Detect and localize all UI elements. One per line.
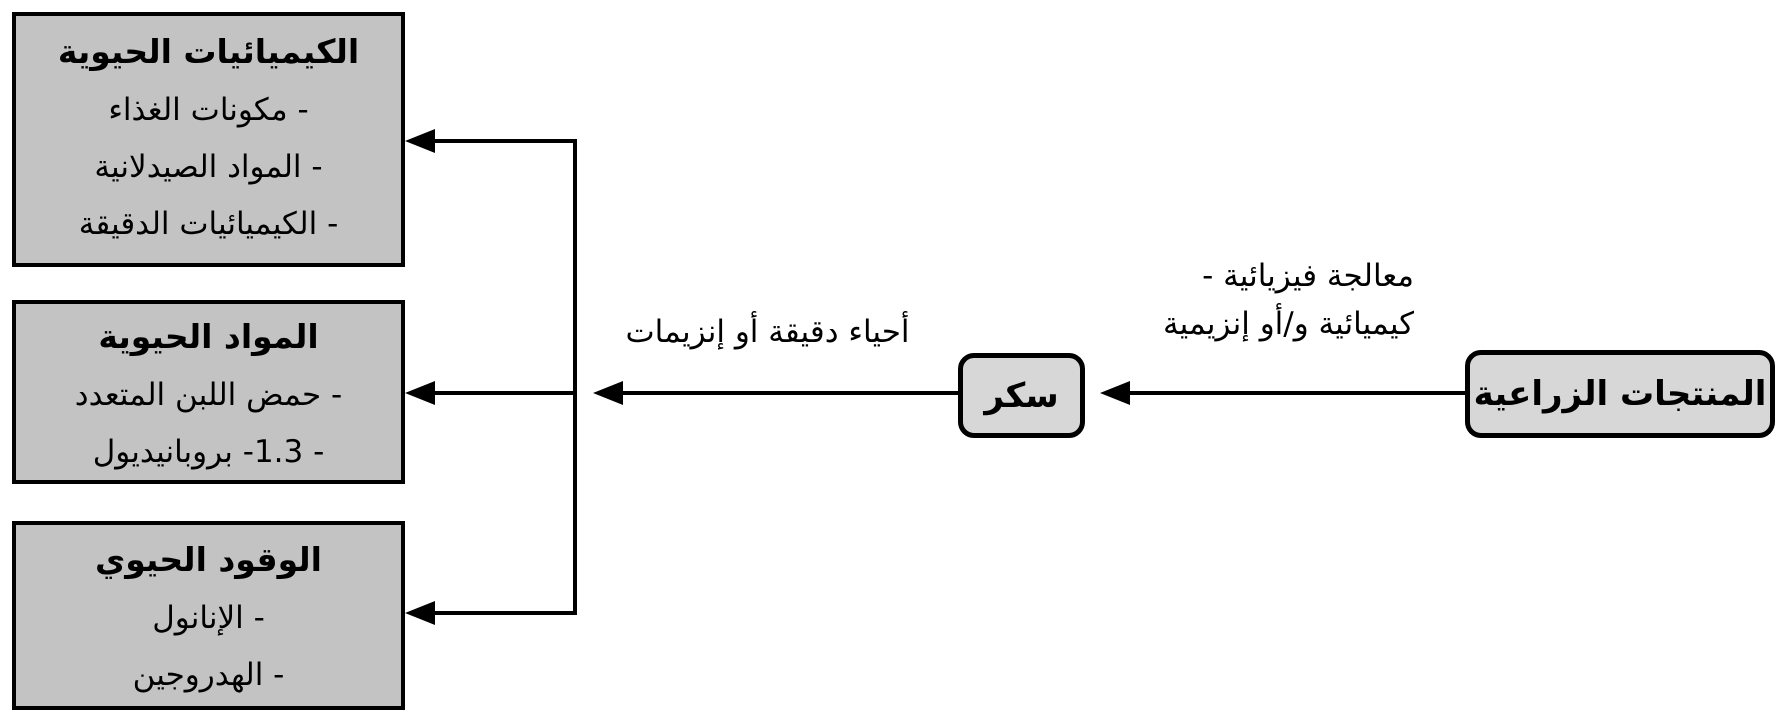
connector-branch-to-biomaterials-line [430,391,577,395]
box-biochemicals-item-food-components: - مكونات الغذاء [108,92,309,128]
connector-branch-vertical-line [573,139,577,615]
node-sugar-title: سكر [984,375,1059,416]
box-biofuel-item-hydrogen: - الهدروجين [132,657,285,693]
box-biochemicals-title: الكيميائيات الحيوية [57,32,360,71]
connector-branch-to-biofuel-line [430,611,577,615]
arrowhead-into-biochemicals-icon [405,129,435,153]
connector-agproducts-to-sugar-line [1128,391,1465,395]
box-biomaterials: المواد الحيوية - حمض اللبن المتعدد - 1.3… [12,300,405,484]
box-biomaterials-item-polylactic-acid: - حمض اللبن المتعدد [74,377,343,413]
box-biomaterials-item-propanediol: - 1.3- بروبانيديول [92,434,325,470]
connector-sugar-to-junction-line [620,391,960,395]
arrow-label-microorganisms-or-enzymes: أحياء دقيقة أو إنزيمات [625,314,910,350]
arrowhead-into-biomaterials-icon [405,381,435,405]
box-biochemicals-item-fine-chemicals: - الكيميائيات الدقيقة [78,206,339,242]
box-biofuel-item-ethanol: - الإنانول [152,600,265,636]
arrowhead-into-sugar-icon [1100,381,1130,405]
arrow-label-treatment-line1: معالجة فيزيائية - [1202,258,1414,294]
arrow-label-treatment-line2: كيميائية و/أو إنزيمية [1162,306,1414,342]
arrowhead-into-biofuel-icon [405,601,435,625]
connector-branch-to-biochemicals-line [430,139,577,143]
box-biofuel-title: الوقود الحيوي [94,540,322,579]
box-biochemicals-item-pharmaceuticals: - المواد الصيدلانية [94,149,323,185]
node-agricultural-products: المنتجات الزراعية [1465,350,1775,438]
box-biofuel: الوقود الحيوي - الإنانول - الهدروجين [12,521,405,710]
arrowhead-at-junction-icon [593,381,623,405]
box-biomaterials-title: المواد الحيوية [98,317,319,356]
arrow-label-treatment: معالجة فيزيائية - كيميائية و/أو إنزيمية [1024,252,1414,348]
node-agricultural-products-title: المنتجات الزراعية [1473,374,1767,414]
box-biochemicals: الكيميائيات الحيوية - مكونات الغذاء - ال… [12,12,405,267]
node-sugar: سكر [958,353,1085,438]
